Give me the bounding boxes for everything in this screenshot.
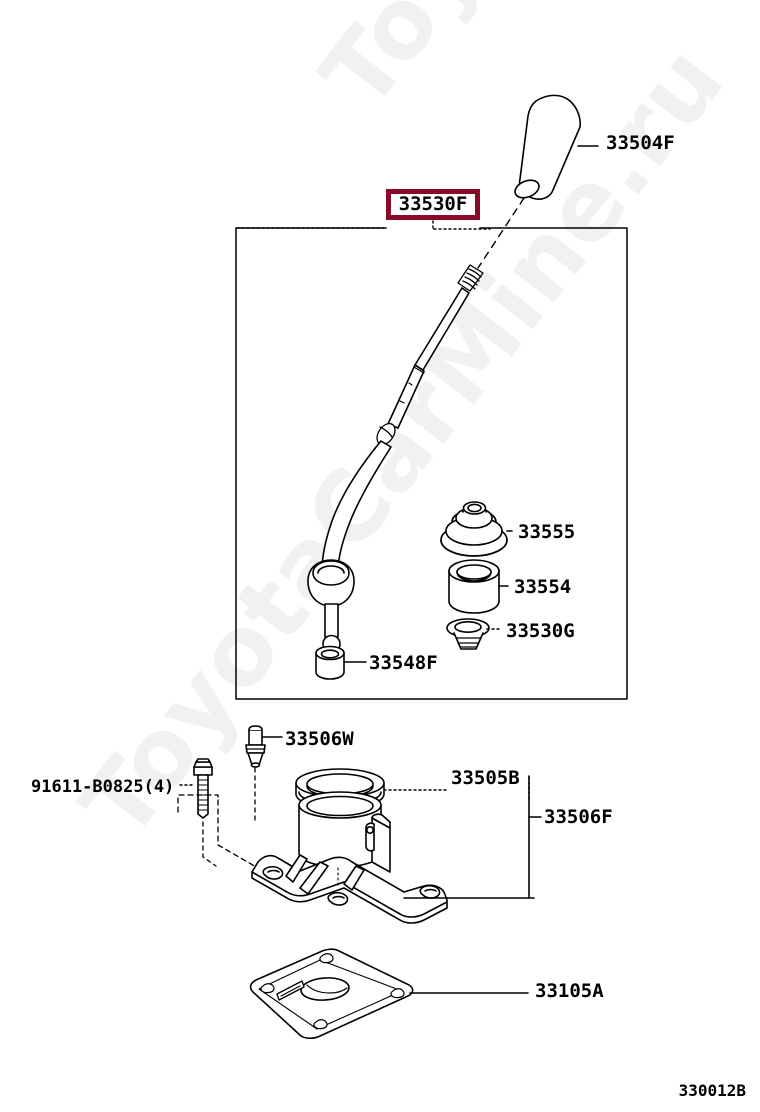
part-shape-33548F <box>315 645 345 680</box>
diagram-code: 330012B <box>678 1081 746 1100</box>
leader-33530F <box>236 220 491 230</box>
part-shape-91611-B0825 <box>193 758 213 819</box>
part-label-33504F: 33504F <box>606 132 675 154</box>
group-box-33530F <box>235 227 628 700</box>
part-label-91611-B0825: 91611-B0825(4) <box>31 777 175 797</box>
part-shape-33504F <box>514 94 581 200</box>
part-label-33554: 33554 <box>514 576 572 598</box>
part-shape-33506W <box>245 725 266 768</box>
part-shape-33554 <box>448 559 500 614</box>
part-label-33548F: 33548F <box>369 652 438 674</box>
part-label-33530F-highlight: 33530F <box>386 189 480 220</box>
part-label-33506W: 33506W <box>285 728 354 750</box>
part-label-33530F-text: 33530F <box>398 193 468 215</box>
part-shape-33105A <box>249 948 414 1040</box>
part-shape-lever-ball-socket <box>307 559 355 607</box>
assembly-line-bolt <box>202 821 217 867</box>
part-label-33506F: 33506F <box>544 806 613 828</box>
bracket-33506F <box>528 775 542 899</box>
part-shape-33555 <box>440 501 508 557</box>
part-label-33555: 33555 <box>518 521 576 543</box>
part-label-33505B: 33505B <box>451 767 520 789</box>
part-shape-33506F <box>251 791 448 924</box>
part-shape-33530G <box>446 618 490 650</box>
assembly-bracket-bolt <box>177 794 259 869</box>
part-label-33105A: 33105A <box>535 980 604 1002</box>
part-label-33530G: 33530G <box>506 620 575 642</box>
